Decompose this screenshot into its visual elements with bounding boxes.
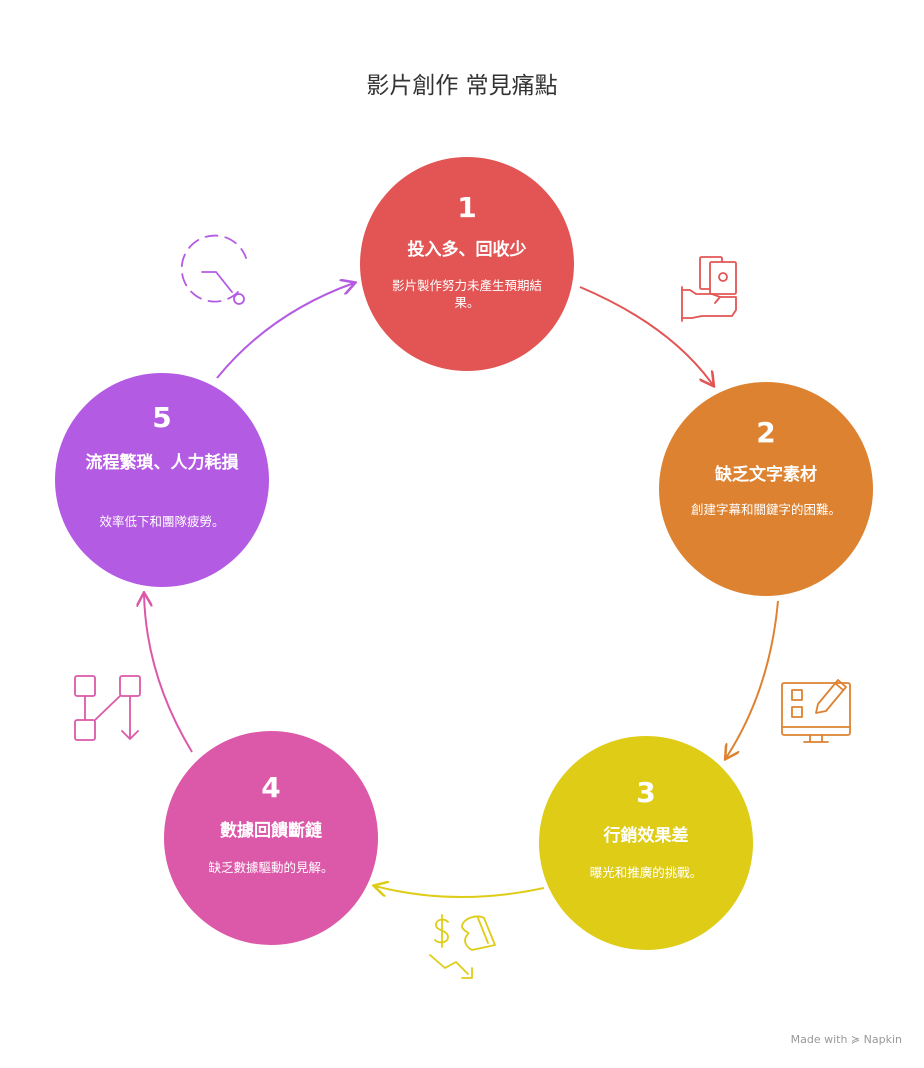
step-title: 行銷效果差 — [603, 826, 689, 846]
arrow-2-to-3 — [726, 600, 779, 758]
timer-icon — [180, 234, 247, 305]
napkin-attribution: Made with ≽ Napkin — [790, 1033, 902, 1046]
flowchart-icon — [74, 675, 141, 741]
step-circle-5: 5 流程繁瑣、人力耗損 效率低下和團隊疲勞。 — [55, 373, 269, 587]
step-description: 影片製作努力未產生預期結果。 — [391, 278, 542, 310]
step-description: 效率低下和團隊疲勞。 — [99, 514, 225, 529]
step-number: 1 — [457, 191, 477, 224]
step-description: 缺乏數據驅動的見解。 — [208, 860, 334, 875]
step-number: 2 — [756, 416, 776, 449]
money-decline-icon — [429, 914, 496, 979]
step-circle-4: 4 數據回饋斷鏈 缺乏數據驅動的見解。 — [164, 731, 378, 945]
page-title: 影片創作 常見痛點 — [366, 73, 558, 99]
step-number: 4 — [261, 771, 281, 804]
arrow-4-to-5 — [144, 594, 193, 753]
arrow-5-to-1 — [216, 283, 354, 379]
step-title: 投入多、回收少 — [407, 240, 527, 260]
step-number: 3 — [636, 776, 656, 809]
step-title: 流程繁瑣、人力耗損 — [85, 453, 239, 473]
step-title: 缺乏文字素材 — [715, 465, 817, 485]
step-description: 曝光和推廣的挑戰。 — [589, 865, 703, 880]
step-number: 5 — [152, 401, 172, 434]
arrow-3-to-4 — [375, 886, 545, 898]
hand-money-icon — [681, 256, 737, 322]
step-description: 創建字幕和關鍵字的困難。 — [690, 502, 841, 517]
step-circle-2: 2 缺乏文字素材 創建字幕和關鍵字的困難。 — [659, 382, 873, 596]
step-circle-1: 1 投入多、回收少 影片製作努力未產生預期結果。 — [360, 157, 574, 371]
arrow-1-to-2 — [579, 286, 713, 385]
monitor-edit-icon — [781, 679, 851, 743]
step-title: 數據回饋斷鏈 — [220, 821, 322, 841]
step-circle-3: 3 行銷效果差 曝光和推廣的挑戰。 — [539, 736, 753, 950]
